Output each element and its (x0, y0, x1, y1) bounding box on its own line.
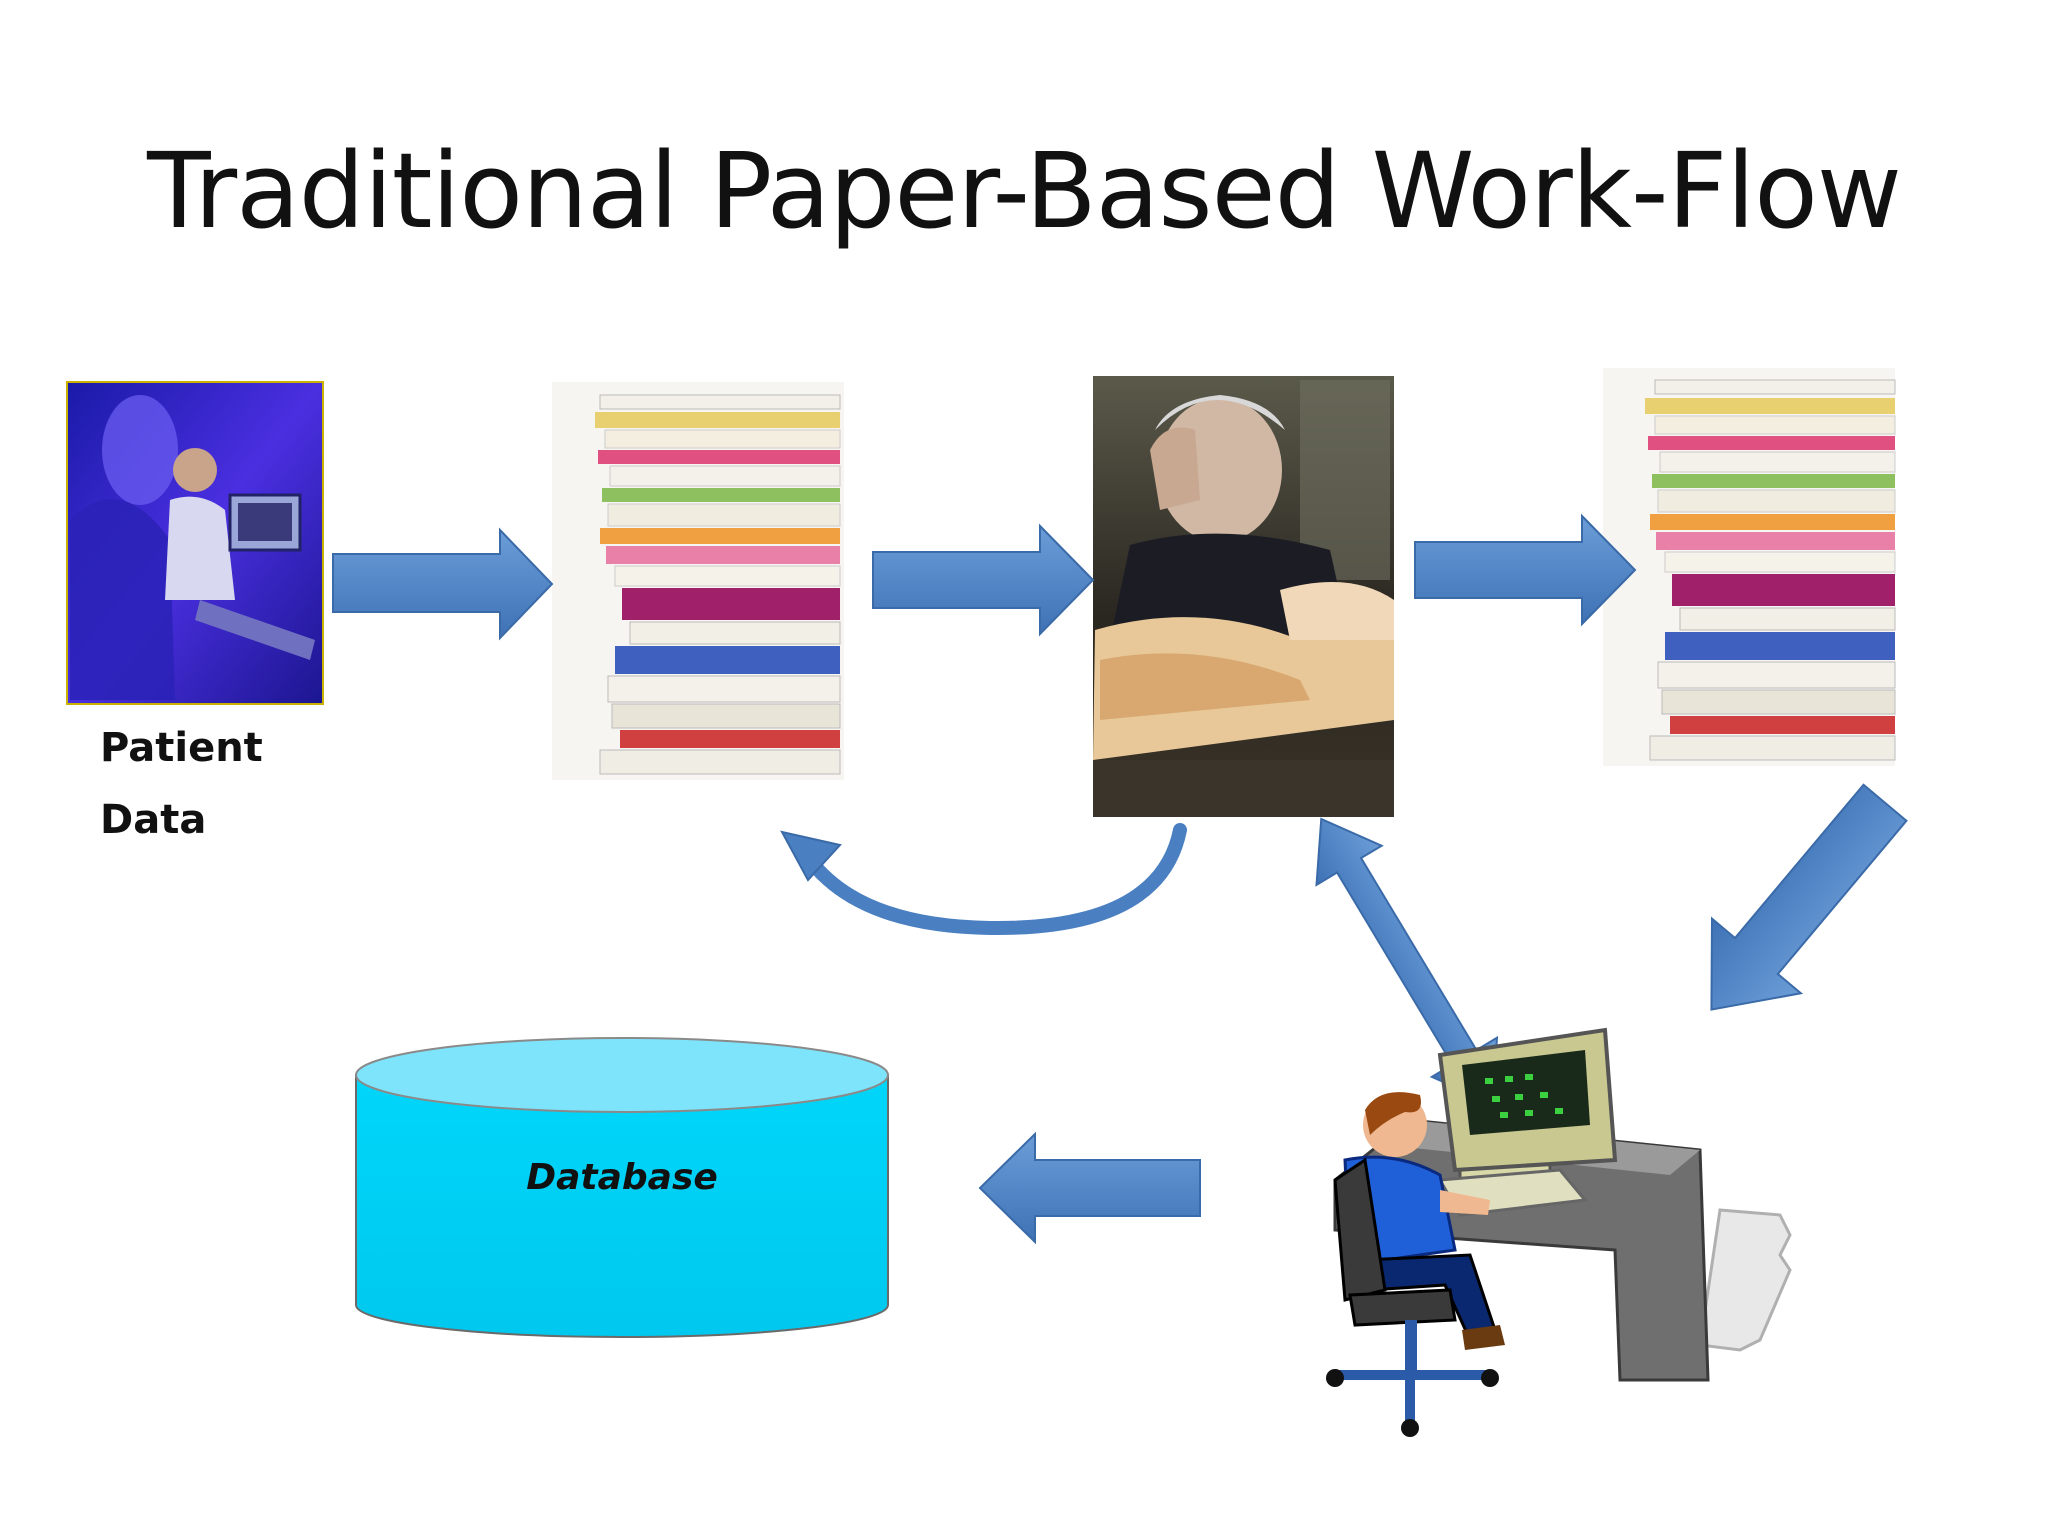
database-label: Database (526, 1157, 718, 1198)
computer-operator-clipart (1326, 1027, 1792, 1437)
patient-label-line2: Data (100, 797, 207, 843)
arrow-right-3 (1414, 513, 1637, 627)
paper-stack-photo (552, 382, 844, 780)
database-cylinder (355, 1037, 889, 1338)
arrow-down-left (1710, 783, 1908, 1011)
arrow-left-database (978, 1131, 1201, 1245)
arrow-right-2 (872, 523, 1095, 637)
curved-return-arrow (780, 823, 1187, 936)
patient-label-line1: Patient (100, 725, 263, 771)
patient-data-label: Patient Data (100, 712, 263, 856)
slide-title: Traditional Paper-Based Work-Flow (147, 130, 1902, 252)
lab-technician-photo (66, 381, 324, 705)
arrow-right-1 (332, 527, 554, 641)
overwhelmed-clerk-photo (1093, 376, 1394, 817)
paper-stack-photo (1603, 368, 1896, 766)
